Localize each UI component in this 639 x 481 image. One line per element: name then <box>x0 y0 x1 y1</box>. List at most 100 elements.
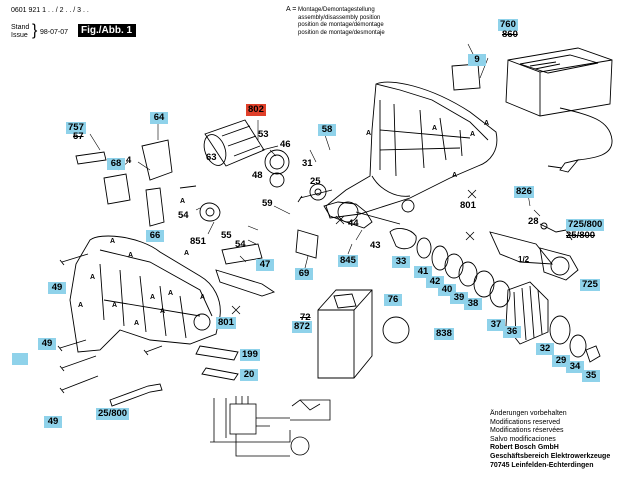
position-marker: A <box>134 320 140 327</box>
part-num-72: 72 <box>300 312 311 323</box>
part-num-54: 54 <box>178 210 189 221</box>
part-num-44: 44 <box>348 218 359 229</box>
issue-label: Issue <box>11 32 28 39</box>
legend-marker: A = <box>286 6 297 13</box>
part-num-25-800-right: 25/800 <box>566 230 596 241</box>
doc-number: 0601 921 1 . . / 2 . . / 3 . . <box>11 7 89 14</box>
part-tag-25-800-left: 25/800 <box>96 408 130 420</box>
part-tag-872: 872 <box>292 321 312 333</box>
part-num-55: 55 <box>221 230 232 241</box>
legend-line: assembly/disassembly position <box>298 14 381 21</box>
label-sticker-drawing <box>451 63 481 91</box>
part-num-31: 31 <box>302 158 313 169</box>
part-tag-199: 199 <box>240 349 260 361</box>
part-tag-41: 41 <box>414 266 432 278</box>
part-num-43: 43 <box>370 240 381 251</box>
position-marker: A <box>432 125 438 132</box>
part-tag-49-top: 49 <box>48 282 66 294</box>
part-num-46: 46 <box>280 139 291 150</box>
part-tag-9: 9 <box>468 54 486 66</box>
position-marker: A <box>78 302 84 309</box>
screw-drawing <box>57 185 333 394</box>
part-tag-47: 47 <box>256 259 274 271</box>
part-tag-34: 34 <box>566 361 584 373</box>
brace: } <box>32 22 38 39</box>
trigger-drawing <box>215 269 276 297</box>
part-num-59: 59 <box>262 198 273 209</box>
part-num-25: 25 <box>310 176 321 187</box>
position-marker: A <box>110 238 116 245</box>
part-tag-826: 826 <box>514 186 534 198</box>
position-marker: A <box>128 252 134 259</box>
position-marker: A <box>366 130 372 137</box>
brush-holder-drawing <box>145 187 165 227</box>
footer-division: Geschäftsbereich Elektrowerkzeuge <box>490 452 611 460</box>
part-tag-33: 33 <box>392 256 410 268</box>
part-tag-37: 37 <box>487 319 505 331</box>
position-marker: A <box>168 290 174 297</box>
footer-line: Modifications reserved <box>490 418 561 426</box>
part-tag-760: 760 <box>498 19 518 31</box>
main-housing-drawing <box>69 235 221 353</box>
part-num-54b: 54 <box>235 239 246 250</box>
footer-line: Salvo modificaciones <box>490 435 556 443</box>
position-marker: A <box>180 198 186 205</box>
part-num-57: 57 <box>73 131 84 142</box>
footer-line: Modifications réservées <box>490 427 564 435</box>
position-marker: A <box>150 294 156 301</box>
part-num-4: 4 <box>126 155 132 166</box>
part-tag-757: 757 <box>66 122 86 134</box>
part-tag-29: 29 <box>552 355 570 367</box>
footer-company: Robert Bosch GmbH <box>490 444 559 452</box>
position-marker: A <box>112 302 118 309</box>
part-num-half-inch: 1/2 <box>518 255 530 264</box>
part-tag-35: 35 <box>582 370 600 382</box>
legend-line: Montage/Demontagestellung <box>298 7 375 13</box>
x-marks <box>231 189 477 315</box>
leader-lines <box>89 43 541 273</box>
part-tag-69: 69 <box>295 268 313 280</box>
stand-label: Stand <box>11 24 30 31</box>
battery-drawing <box>317 289 410 379</box>
part-tag-801-left: 801 <box>216 317 236 329</box>
gear-drawing <box>199 149 327 222</box>
issue-date: 98-07-07 <box>40 29 69 36</box>
legend-line: position de montage/démontage <box>298 22 384 28</box>
position-marker: A <box>160 308 166 315</box>
part-num-63: 63 <box>206 152 217 163</box>
position-marker: A <box>90 274 96 281</box>
part-tag-845: 845 <box>338 255 358 267</box>
part-num-851: 851 <box>190 236 206 247</box>
lock-button-drawing <box>295 229 319 259</box>
chuck-drawing <box>489 222 579 281</box>
part-num-48: 48 <box>252 170 263 181</box>
sticker-drawing <box>201 367 239 381</box>
position-marker: A <box>470 131 476 138</box>
part-tag-20: 20 <box>240 369 258 381</box>
part-tag-725-800: 725/800 <box>566 219 605 231</box>
part-tag-838: 838 <box>434 328 454 340</box>
charger-drawing <box>505 47 613 173</box>
spindle-drawing <box>323 201 417 250</box>
part-tag-76: 76 <box>384 294 402 306</box>
part-tag-802: 802 <box>246 104 266 116</box>
part-tag-39: 39 <box>450 292 468 304</box>
terminal-block-drawing <box>103 173 131 205</box>
position-marker: A <box>184 250 190 257</box>
motor-drawing <box>203 119 279 167</box>
footer-address: 70745 Leinfelden-Echterdingen <box>490 461 594 469</box>
footer-block: Änderungen vorbehalten Modifications res… <box>490 410 610 470</box>
part-num-860: 860 <box>502 29 518 40</box>
part-tag-49-bottom: 49 <box>44 416 62 428</box>
part-num-53: 53 <box>258 129 269 140</box>
part-tag-32: 32 <box>536 343 554 355</box>
part-tag-68: 68 <box>107 158 125 170</box>
contact-strip-drawing <box>75 151 107 165</box>
part-num-801-right: 801 <box>460 200 476 211</box>
position-marker: A <box>452 172 458 179</box>
part-tag-64: 64 <box>150 112 168 124</box>
color-swatch <box>12 353 28 365</box>
bit-drawing <box>109 383 163 407</box>
upper-housing-drawing <box>325 81 498 219</box>
